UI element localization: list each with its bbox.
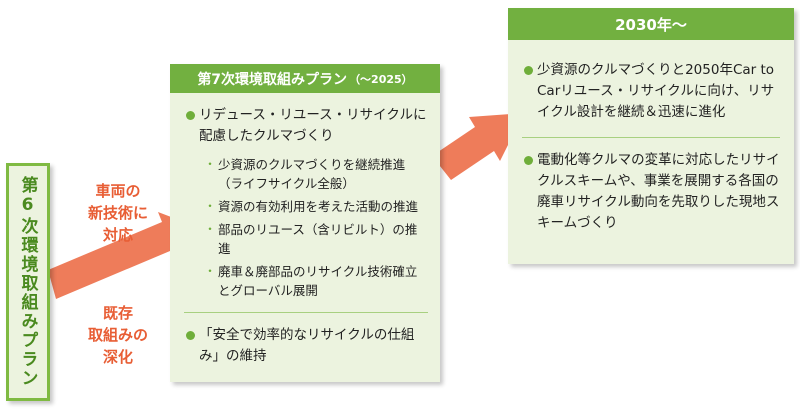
seventh-plan-bullet-reduce: リデュース・リユース・リサイクルに配慮したクルマづくり (184, 105, 428, 147)
sixth-plan-panel: 第6次環境取組みプラン (6, 163, 50, 401)
subitem-low-resource: 少資源のクルマづくりを継続推進（ライフサイクル全般） (204, 155, 428, 193)
arrow-middle-to-right (432, 113, 524, 180)
seventh-plan-header: 第7次環境取組みプラン （〜2025） (170, 64, 440, 93)
plan-2030-bullet-scheme: 電動化等クルマの変革に対応したリサイクルスキームや、事業を展開する各国の廃車リサ… (522, 150, 780, 234)
seventh-plan-divider (184, 312, 428, 313)
subitem-parts-reuse: 部品のリユース（含リビルト）の推進 (204, 220, 428, 258)
plan-2030-bullet-design: 少資源のクルマづくりと2050年Car to Carリユース・リサイクルに向け、… (522, 60, 780, 123)
seventh-plan-bullet-safety: 「安全で効率的なリサイクルの仕組み」の維持 (184, 325, 428, 367)
plan-2030-panel: 2030年〜 少資源のクルマづくりと2050年Car to Carリユース・リサ… (508, 8, 794, 264)
plan-2030-divider (522, 137, 780, 138)
arrow-label-new-tech: 車両の 新技術に 対応 (87, 182, 148, 244)
sixth-plan-label: 第6次環境取組みプラン (17, 176, 38, 388)
seventh-plan-period: （〜2025） (349, 72, 413, 86)
subitem-resource-use: 資源の有効利用を考えた活動の推進 (204, 197, 428, 216)
arrow-label-deepen: 既存 取組みの 深化 (87, 304, 148, 366)
arrow-left-to-middle (48, 212, 200, 299)
seventh-plan-subitems: 少資源のクルマづくりを継続推進（ライフサイクル全般） 資源の有効利用を考えた活動… (184, 147, 428, 300)
seventh-plan-title: 第7次環境取組みプラン (197, 71, 348, 88)
plan-2030-header: 2030年〜 (508, 8, 794, 40)
subitem-recycling-tech: 廃車＆廃部品のリサイクル技術確立とグローバル展開 (204, 262, 428, 300)
seventh-plan-panel: 第7次環境取組みプラン （〜2025） リデュース・リユース・リサイクルに配慮し… (170, 64, 440, 382)
